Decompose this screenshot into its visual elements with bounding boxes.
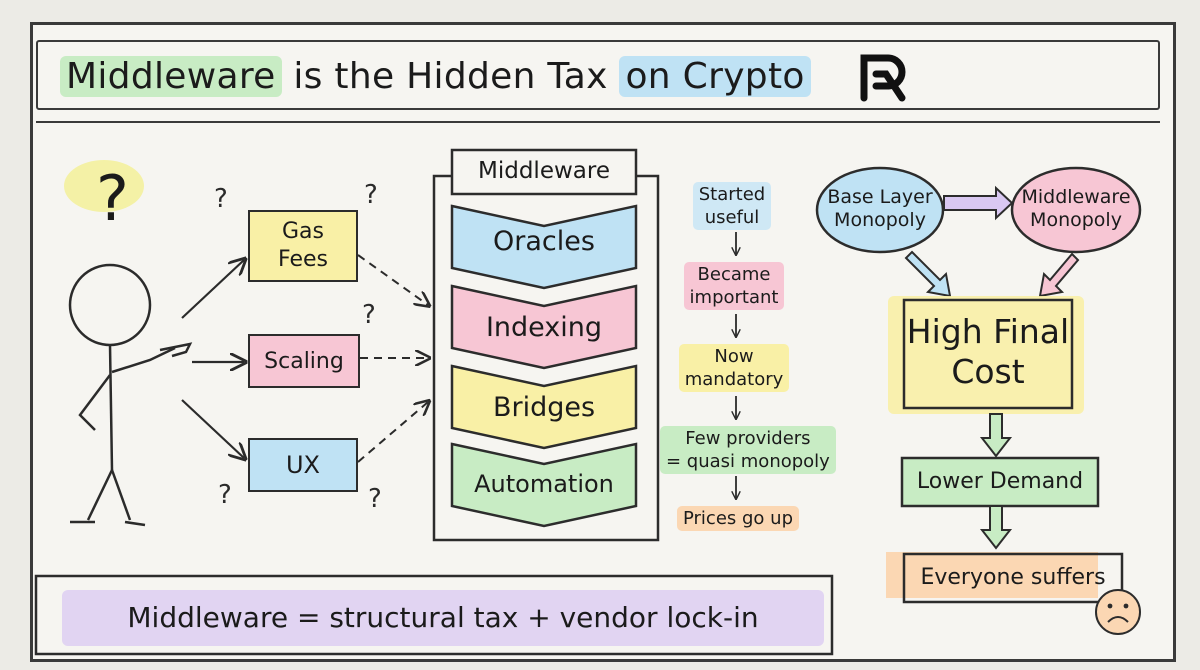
middleware-header: Middleware <box>478 158 610 184</box>
footer-highlight <box>62 590 824 646</box>
layer-automation-chevron <box>450 442 638 528</box>
base-layer-monopoly-label: Base Layer Monopoly <box>827 186 933 231</box>
title-part-crypto: on Crypto <box>619 55 811 97</box>
brand-logo-icon <box>860 54 906 102</box>
suffer-highlight <box>886 552 1098 598</box>
problem-scaling: Scaling <box>248 334 360 388</box>
problem-gas-fees: Gas Fees <box>248 210 358 282</box>
title-frame <box>36 40 1160 110</box>
timeline-step-1: Started useful <box>672 182 792 230</box>
arrow-to-ux <box>181 399 244 458</box>
base-to-cost-arrow <box>904 250 952 298</box>
cost-box <box>902 298 1074 410</box>
everyone-suffers-label: Everyone suffers <box>920 565 1106 590</box>
big-question-mark-icon: ? <box>96 162 129 235</box>
middleware-monopoly-label: Middleware Monopoly <box>1021 186 1131 231</box>
layer-bridges-chevron <box>450 364 638 450</box>
cost-highlight <box>888 296 1084 414</box>
middleware-header-box <box>450 148 638 196</box>
footer-frame <box>34 574 834 656</box>
question-mark-icon: ? <box>362 300 376 330</box>
layer-oracles-label: Oracles <box>493 226 595 257</box>
sad-face-icon <box>1095 589 1141 635</box>
suffer-box <box>902 552 1124 604</box>
problem-ux: UX <box>248 438 358 492</box>
footer-summary: Middleware = structural tax + vendor loc… <box>127 601 759 634</box>
monopoly-link-arrow <box>943 185 1014 221</box>
question-mark-icon: ? <box>364 180 378 210</box>
timeline-step-5: Prices go up <box>668 506 808 531</box>
arrow-to-gas <box>181 260 244 319</box>
layer-bridges-label: Bridges <box>492 392 596 423</box>
lower-demand-label: Lower Demand <box>916 469 1084 494</box>
layer-indexing-chevron <box>450 284 638 370</box>
dashed-arrow-ux <box>357 402 428 463</box>
question-mark-icon: ? <box>218 480 232 510</box>
demand-to-suffer-arrow <box>979 505 1013 550</box>
layer-oracles-chevron <box>450 204 638 290</box>
layer-indexing-label: Indexing <box>485 312 603 343</box>
timeline-step-4: Few providers = quasi monopoly <box>660 426 836 474</box>
layer-automation-label: Automation <box>474 470 614 498</box>
middleware-to-cost-arrow <box>1038 252 1080 298</box>
title-part-middle: is the Hidden Tax <box>281 55 620 97</box>
question-mark-icon: ? <box>368 484 382 514</box>
high-final-cost-label: High Final Cost <box>906 312 1070 391</box>
timeline-step-3: Now mandatory <box>664 344 804 392</box>
question-mark-icon: ? <box>214 184 228 214</box>
cost-to-demand-arrow <box>979 413 1013 458</box>
stick-figure <box>64 160 193 527</box>
timeline-step-2: Became important <box>664 262 804 310</box>
middleware-monopoly-ellipse <box>1010 166 1142 254</box>
page-title: Middleware is the Hidden Tax on Crypto <box>60 46 811 106</box>
dashed-arrow-gas <box>357 254 428 305</box>
title-part-middleware: Middleware <box>60 55 282 97</box>
